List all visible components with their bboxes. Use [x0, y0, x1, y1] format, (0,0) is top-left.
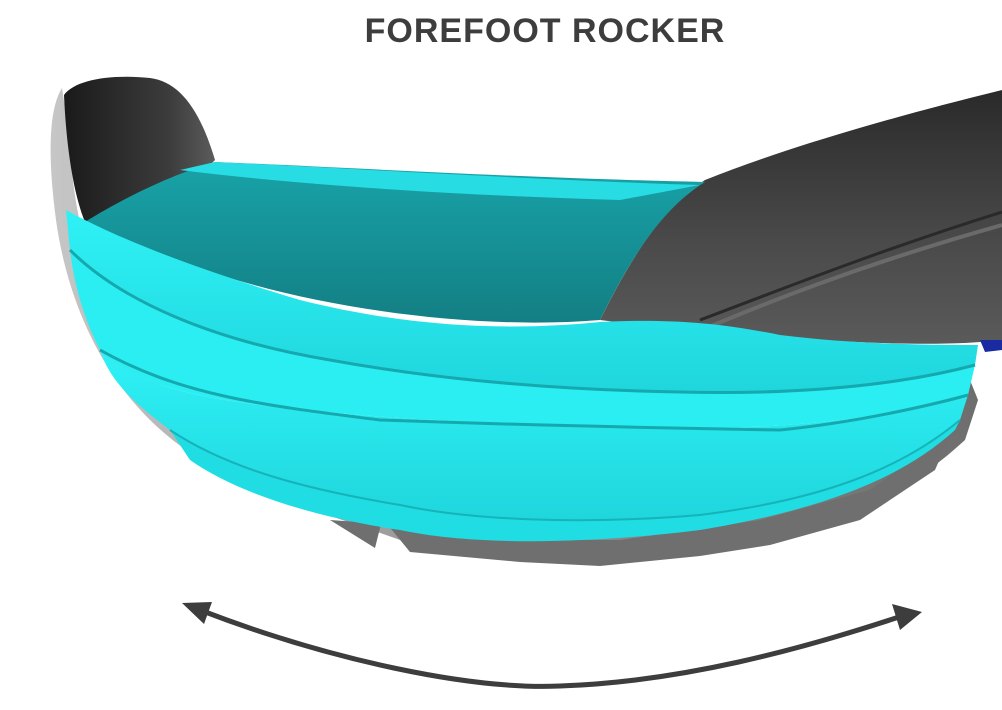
- midsole-base: [170, 420, 960, 542]
- rocker-arrow-icon: [182, 602, 922, 689]
- page-title: FOREFOOT ROCKER: [364, 12, 726, 50]
- outsole-treads: [330, 410, 960, 566]
- midsole-layer-top: [66, 210, 978, 393]
- shoe-upper: [600, 90, 1002, 344]
- upper-seam: [689, 223, 1002, 337]
- midsole-layer-middle: [70, 250, 975, 429]
- insole: [85, 162, 705, 323]
- contour-line-2: [99, 348, 969, 432]
- upper-edge-accent: [980, 340, 1002, 352]
- insole-highlight: [180, 162, 700, 200]
- upper-seam-2: [699, 210, 1002, 322]
- contour-line-1: [68, 248, 976, 395]
- contour-line-3: [169, 419, 961, 522]
- midsole-layer-bottom: [100, 350, 968, 521]
